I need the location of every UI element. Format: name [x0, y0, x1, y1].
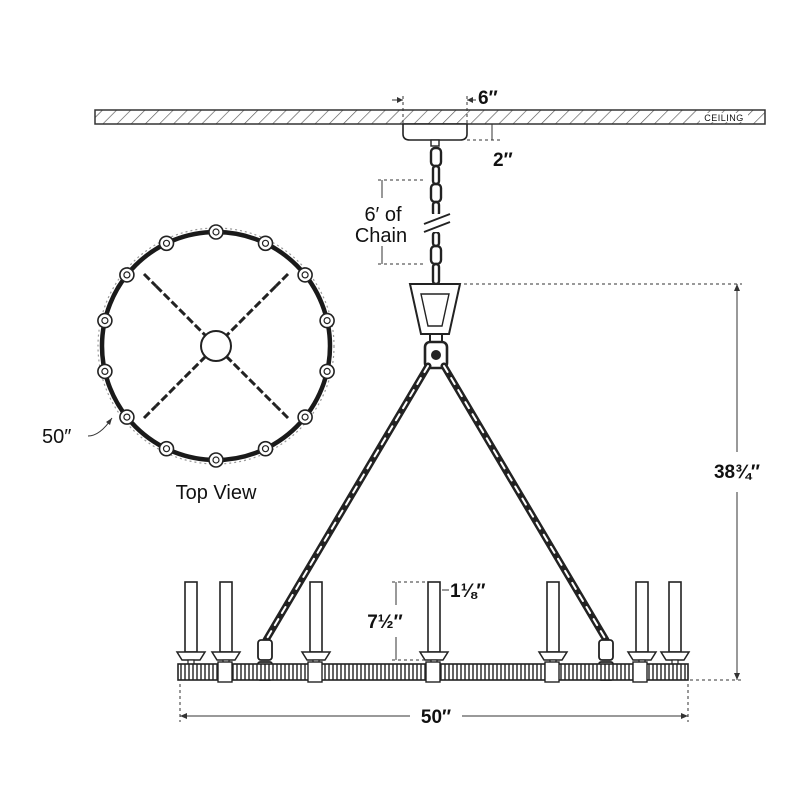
candle-cup-2: [257, 235, 274, 252]
overall-width-label: 50″: [421, 707, 451, 728]
ceiling-canopy-icon: [402, 123, 468, 147]
canopy-height-label: 2″: [493, 150, 513, 171]
overall-height-dimension: 38¾″: [458, 283, 760, 681]
candle-cup-12: [97, 312, 113, 329]
top-view-hub: [200, 330, 232, 362]
candle-cup-5: [319, 363, 335, 380]
suspension-chains: [262, 362, 610, 644]
ceiling-hatch-icon: [94, 109, 766, 125]
candle-cup-6: [297, 409, 313, 425]
candle-7: [659, 581, 691, 666]
candle-cup-14: [158, 235, 175, 252]
candle-cup-7: [257, 440, 274, 457]
candle-1: [175, 581, 207, 666]
overall-height-label: 38¾″: [714, 462, 760, 483]
chain-length-label-line1: 6′ of: [364, 204, 402, 226]
hanging-bracket: [408, 283, 462, 370]
canopy-width-dimension: 6″: [392, 88, 498, 124]
candle-cup-1: [208, 224, 224, 240]
candle-4: [418, 581, 450, 666]
top-view-caption: Top View: [176, 482, 257, 504]
candle-cup-4: [319, 312, 335, 329]
candle-cup-10: [119, 409, 135, 425]
top-view-diameter-callout: 50″: [42, 417, 113, 448]
candle-3: [300, 581, 332, 666]
candle-2: [210, 581, 242, 666]
top-view: [97, 224, 335, 468]
candle-width-dimension: 1⅛″: [442, 581, 486, 602]
candle-cup-9: [158, 440, 175, 457]
candle-cup-13: [119, 267, 135, 283]
candle-5: [537, 581, 569, 666]
candle-cup-11: [97, 363, 113, 380]
candle-cup-3: [297, 267, 313, 283]
top-view-candle-cups: [97, 224, 335, 468]
canopy-height-dimension: 2″: [467, 124, 513, 171]
candle-height-dimension: 7½″: [367, 581, 428, 661]
candle-cup-8: [208, 452, 224, 468]
overall-width-dimension: 50″: [179, 684, 689, 728]
candle-height-label: 7½″: [367, 612, 403, 633]
chandelier-ring: [177, 661, 689, 683]
canopy-width-label: 6″: [478, 88, 498, 109]
ceiling: CEILING: [94, 109, 766, 125]
candle-width-label: 1⅛″: [450, 581, 486, 602]
top-view-diameter-label: 50″: [42, 426, 71, 448]
candle-arms: [175, 581, 691, 666]
chain-length-dimension: 6′ of Chain: [355, 179, 426, 265]
chain-break-mark: [423, 213, 451, 233]
candle-6: [626, 581, 658, 666]
chain-length-label-line2: Chain: [355, 225, 407, 247]
ceiling-label: CEILING: [704, 113, 744, 123]
